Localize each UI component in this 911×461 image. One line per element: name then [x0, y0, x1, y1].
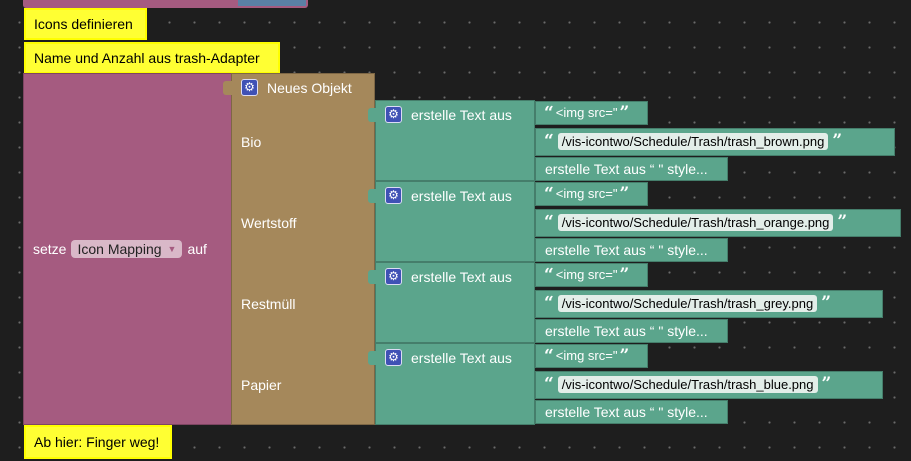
path-row-1: “ /vis-icontwo/Schedule/Trash/trash_oran…	[544, 214, 847, 231]
object-title: Neues Objekt	[267, 79, 352, 96]
close-quote: ”	[619, 346, 630, 366]
text-item-style-2[interactable]	[535, 319, 728, 343]
img-text-value: <img src="	[555, 105, 618, 120]
variable-dropdown[interactable]: Icon Mapping ▼	[71, 240, 183, 258]
open-quote: “	[544, 212, 554, 232]
open-quote: “	[544, 293, 554, 313]
img-text-value: <img src="	[555, 348, 618, 363]
path-field[interactable]: /vis-icontwo/Schedule/Trash/trash_blue.p…	[557, 376, 818, 393]
path-row-3: “ /vis-icontwo/Schedule/Trash/trash_blue…	[544, 376, 831, 393]
text-join-block-1[interactable]	[375, 181, 535, 262]
img-text-value: <img src="	[555, 267, 618, 282]
text-item-img-3[interactable]	[535, 344, 648, 368]
img-text: “ <img src=" ”	[544, 186, 629, 203]
comment-icons-definieren[interactable]: Icons definieren	[24, 8, 147, 40]
object-key-bio: Bio	[241, 134, 262, 150]
comment-text: Icons definieren	[34, 16, 133, 32]
close-quote: ”	[619, 103, 630, 123]
img-text-value: <img src="	[555, 186, 618, 201]
close-quote: ”	[837, 212, 848, 232]
text-join-header-1: ⚙ erstelle Text aus	[385, 187, 512, 204]
close-quote: ”	[821, 374, 832, 394]
path-field[interactable]: /vis-icontwo/Schedule/Trash/trash_orange…	[557, 214, 834, 231]
auf-label: auf	[187, 241, 207, 257]
block-top-partial-inner	[238, 0, 306, 6]
text-puzzle-tab	[368, 270, 377, 284]
set-label: setze	[33, 241, 67, 257]
open-quote: “	[544, 131, 554, 151]
style-text-0: erstelle Text aus “ " style...	[545, 161, 708, 177]
open-quote: “	[544, 184, 554, 204]
open-quote: “	[544, 103, 554, 123]
gear-icon[interactable]: ⚙	[241, 79, 258, 96]
text-join-header-2: ⚙ erstelle Text aus	[385, 268, 512, 285]
path-row-0: “ /vis-icontwo/Schedule/Trash/trash_brow…	[544, 133, 842, 150]
text-puzzle-tab	[368, 189, 377, 203]
gear-icon[interactable]: ⚙	[385, 187, 402, 204]
comment-name-anzahl[interactable]: Name und Anzahl aus trash-Adapter	[24, 42, 280, 74]
style-text-1: erstelle Text aus “ " style...	[545, 242, 708, 258]
text-join-label: erstelle Text aus	[411, 349, 512, 366]
text-item-style-0[interactable]	[535, 157, 728, 181]
close-quote: ”	[619, 184, 630, 204]
path-field[interactable]: /vis-icontwo/Schedule/Trash/trash_grey.p…	[557, 295, 818, 312]
gear-icon[interactable]: ⚙	[385, 268, 402, 285]
close-quote: ”	[832, 131, 843, 151]
open-quote: “	[544, 374, 554, 394]
new-object-block[interactable]	[231, 73, 375, 425]
text-join-label: erstelle Text aus	[411, 268, 512, 285]
comment-text: Ab hier: Finger weg!	[34, 434, 160, 450]
path-row-2: “ /vis-icontwo/Schedule/Trash/trash_grey…	[544, 295, 831, 312]
style-text-3: erstelle Text aus “ " style...	[545, 404, 708, 420]
object-key-wertstoff: Wertstoff	[241, 215, 297, 231]
text-join-label: erstelle Text aus	[411, 187, 512, 204]
text-item-img-0[interactable]	[535, 101, 648, 125]
gear-icon[interactable]: ⚙	[385, 106, 402, 123]
text-join-label: erstelle Text aus	[411, 106, 512, 123]
open-quote: “	[544, 346, 554, 366]
variable-name: Icon Mapping	[77, 241, 162, 257]
text-item-style-1[interactable]	[535, 238, 728, 262]
open-quote: “	[544, 265, 554, 285]
triangle-down-icon: ▼	[167, 244, 177, 254]
text-puzzle-tab	[368, 108, 377, 122]
text-item-img-2[interactable]	[535, 263, 648, 287]
text-item-img-1[interactable]	[535, 182, 648, 206]
text-join-header-0: ⚙ erstelle Text aus	[385, 106, 512, 123]
object-key-restmuell: Restmüll	[241, 296, 296, 312]
object-header: ⚙ Neues Objekt	[241, 79, 352, 96]
path-field[interactable]: /vis-icontwo/Schedule/Trash/trash_brown.…	[557, 133, 829, 150]
text-item-style-3[interactable]	[535, 400, 728, 424]
close-quote: ”	[821, 293, 832, 313]
img-text: “ <img src=" ”	[544, 267, 629, 284]
img-text: “ <img src=" ”	[544, 348, 629, 365]
comment-finger-weg[interactable]: Ab hier: Finger weg!	[24, 425, 172, 459]
object-key-papier: Papier	[241, 377, 282, 393]
block-top-partial[interactable]	[23, 0, 308, 8]
gear-icon[interactable]: ⚙	[385, 349, 402, 366]
text-join-header-3: ⚙ erstelle Text aus	[385, 349, 512, 366]
style-text-2: erstelle Text aus “ " style...	[545, 323, 708, 339]
object-puzzle-tab	[223, 81, 233, 95]
comment-text: Name und Anzahl aus trash-Adapter	[34, 50, 260, 66]
img-text: “ <img src=" ”	[544, 105, 629, 122]
set-variable-row: setze Icon Mapping ▼ auf	[33, 240, 207, 258]
text-puzzle-tab	[368, 351, 377, 365]
close-quote: ”	[619, 265, 630, 285]
